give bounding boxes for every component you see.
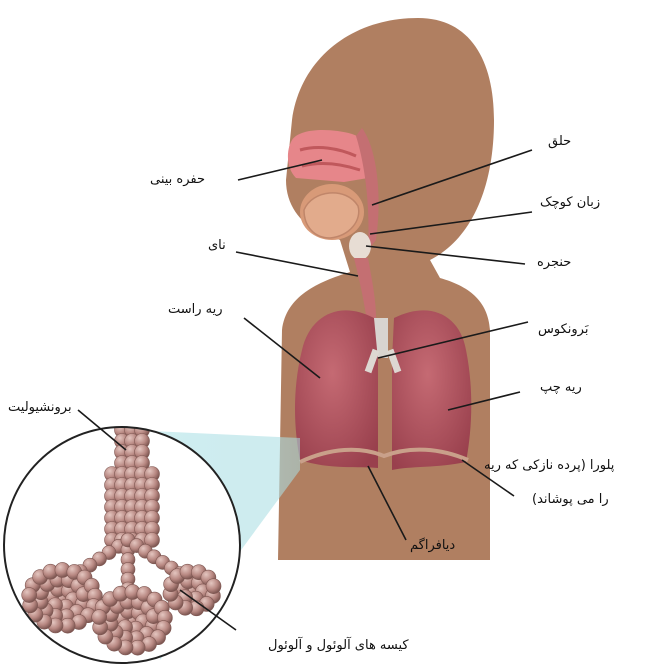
label-pleura-line1: پلورا (پرده نازکی که ریه (484, 458, 614, 474)
mouth-tongue (300, 184, 364, 240)
leader-trachea (236, 252, 358, 276)
label-bronchiole: برونشیولیت (8, 400, 72, 416)
label-bronchus: بَرونکوس (538, 322, 588, 338)
body-silhouette (278, 18, 494, 560)
left-lung (392, 310, 471, 470)
alveolus (22, 588, 37, 603)
alveolus (206, 579, 221, 594)
label-diaphragm: دیافراگم (410, 538, 455, 554)
label-trachea: نای (208, 238, 226, 254)
label-left-lung: ریه چپ (540, 380, 582, 396)
label-pleura-line2: را می پوشاند) (532, 492, 609, 508)
alveolus (92, 610, 107, 625)
label-nasal-cavity: حفره بینی (150, 172, 205, 188)
label-uvula: زبان کوچک (540, 195, 600, 211)
label-right-lung: ریه راست (168, 302, 223, 318)
label-larynx: حنجره (537, 255, 571, 271)
label-alveoli: کیسه های آلوئول و آلوئول (268, 638, 409, 654)
label-pharynx: حلق (548, 134, 571, 150)
